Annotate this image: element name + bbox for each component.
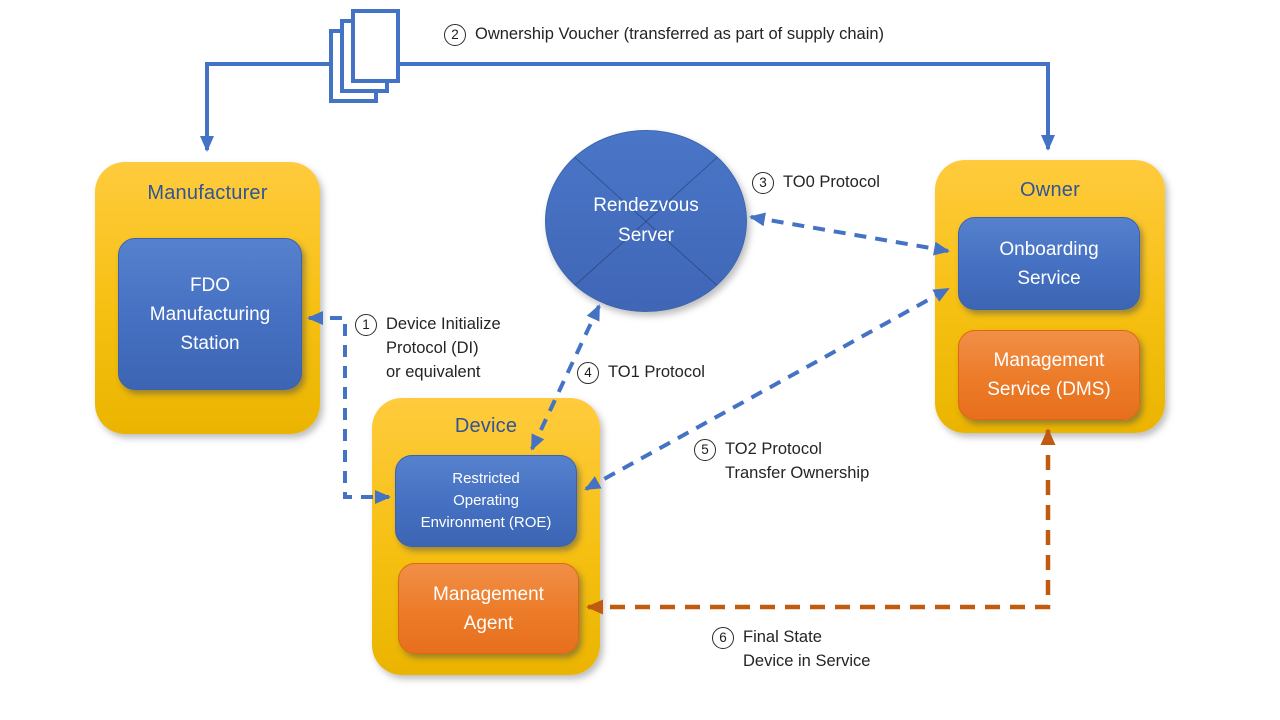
step-5-badge: 5 bbox=[694, 439, 716, 461]
annotation-device-initialize: 1 Device Initialize Protocol (DI) or equ… bbox=[355, 312, 501, 384]
step-1-badge: 1 bbox=[355, 314, 377, 336]
annotation-text: Device Initialize Protocol (DI) or equiv… bbox=[386, 315, 501, 381]
annotation-text: TO1 Protocol bbox=[608, 363, 705, 381]
management-agent-node: Management Agent bbox=[398, 563, 579, 654]
annotation-to0-protocol: 3 TO0 Protocol bbox=[752, 170, 880, 194]
management-service-dms-node: Management Service (DMS) bbox=[958, 330, 1140, 420]
annotation-text: TO0 Protocol bbox=[783, 173, 880, 191]
fdo-manufacturing-station-node: FDO Manufacturing Station bbox=[118, 238, 302, 390]
rendezvous-server-node: Rendezvous Server bbox=[545, 130, 747, 312]
restricted-operating-environment-node: Restricted Operating Environment (ROE) bbox=[395, 455, 577, 547]
annotation-text: TO2 Protocol Transfer Ownership bbox=[725, 440, 870, 482]
step-6-badge: 6 bbox=[712, 627, 734, 649]
manufacturer-title: Manufacturer bbox=[147, 182, 268, 204]
step-3-badge: 3 bbox=[752, 172, 774, 194]
step-4-badge: 4 bbox=[577, 362, 599, 384]
device-title: Device bbox=[454, 415, 518, 437]
onboarding-service-node: Onboarding Service bbox=[958, 217, 1140, 310]
to0-protocol-line bbox=[749, 212, 950, 256]
owner-title: Owner bbox=[1020, 179, 1080, 201]
annotation-ownership-voucher: 2 Ownership Voucher (transferred as part… bbox=[444, 22, 884, 46]
annotation-final-state: 6 Final State Device in Service bbox=[712, 625, 870, 673]
annotation-text: Ownership Voucher (transferred as part o… bbox=[475, 25, 885, 43]
annotation-to2-protocol: 5 TO2 Protocol Transfer Ownership bbox=[694, 437, 869, 485]
rendezvous-server-label: Rendezvous Server bbox=[593, 195, 699, 246]
step-2-badge: 2 bbox=[444, 24, 466, 46]
annotation-text: Final State Device in Service bbox=[743, 628, 871, 670]
documents-stack-icon bbox=[329, 9, 400, 103]
annotation-to1-protocol: 4 TO1 Protocol bbox=[577, 360, 705, 384]
